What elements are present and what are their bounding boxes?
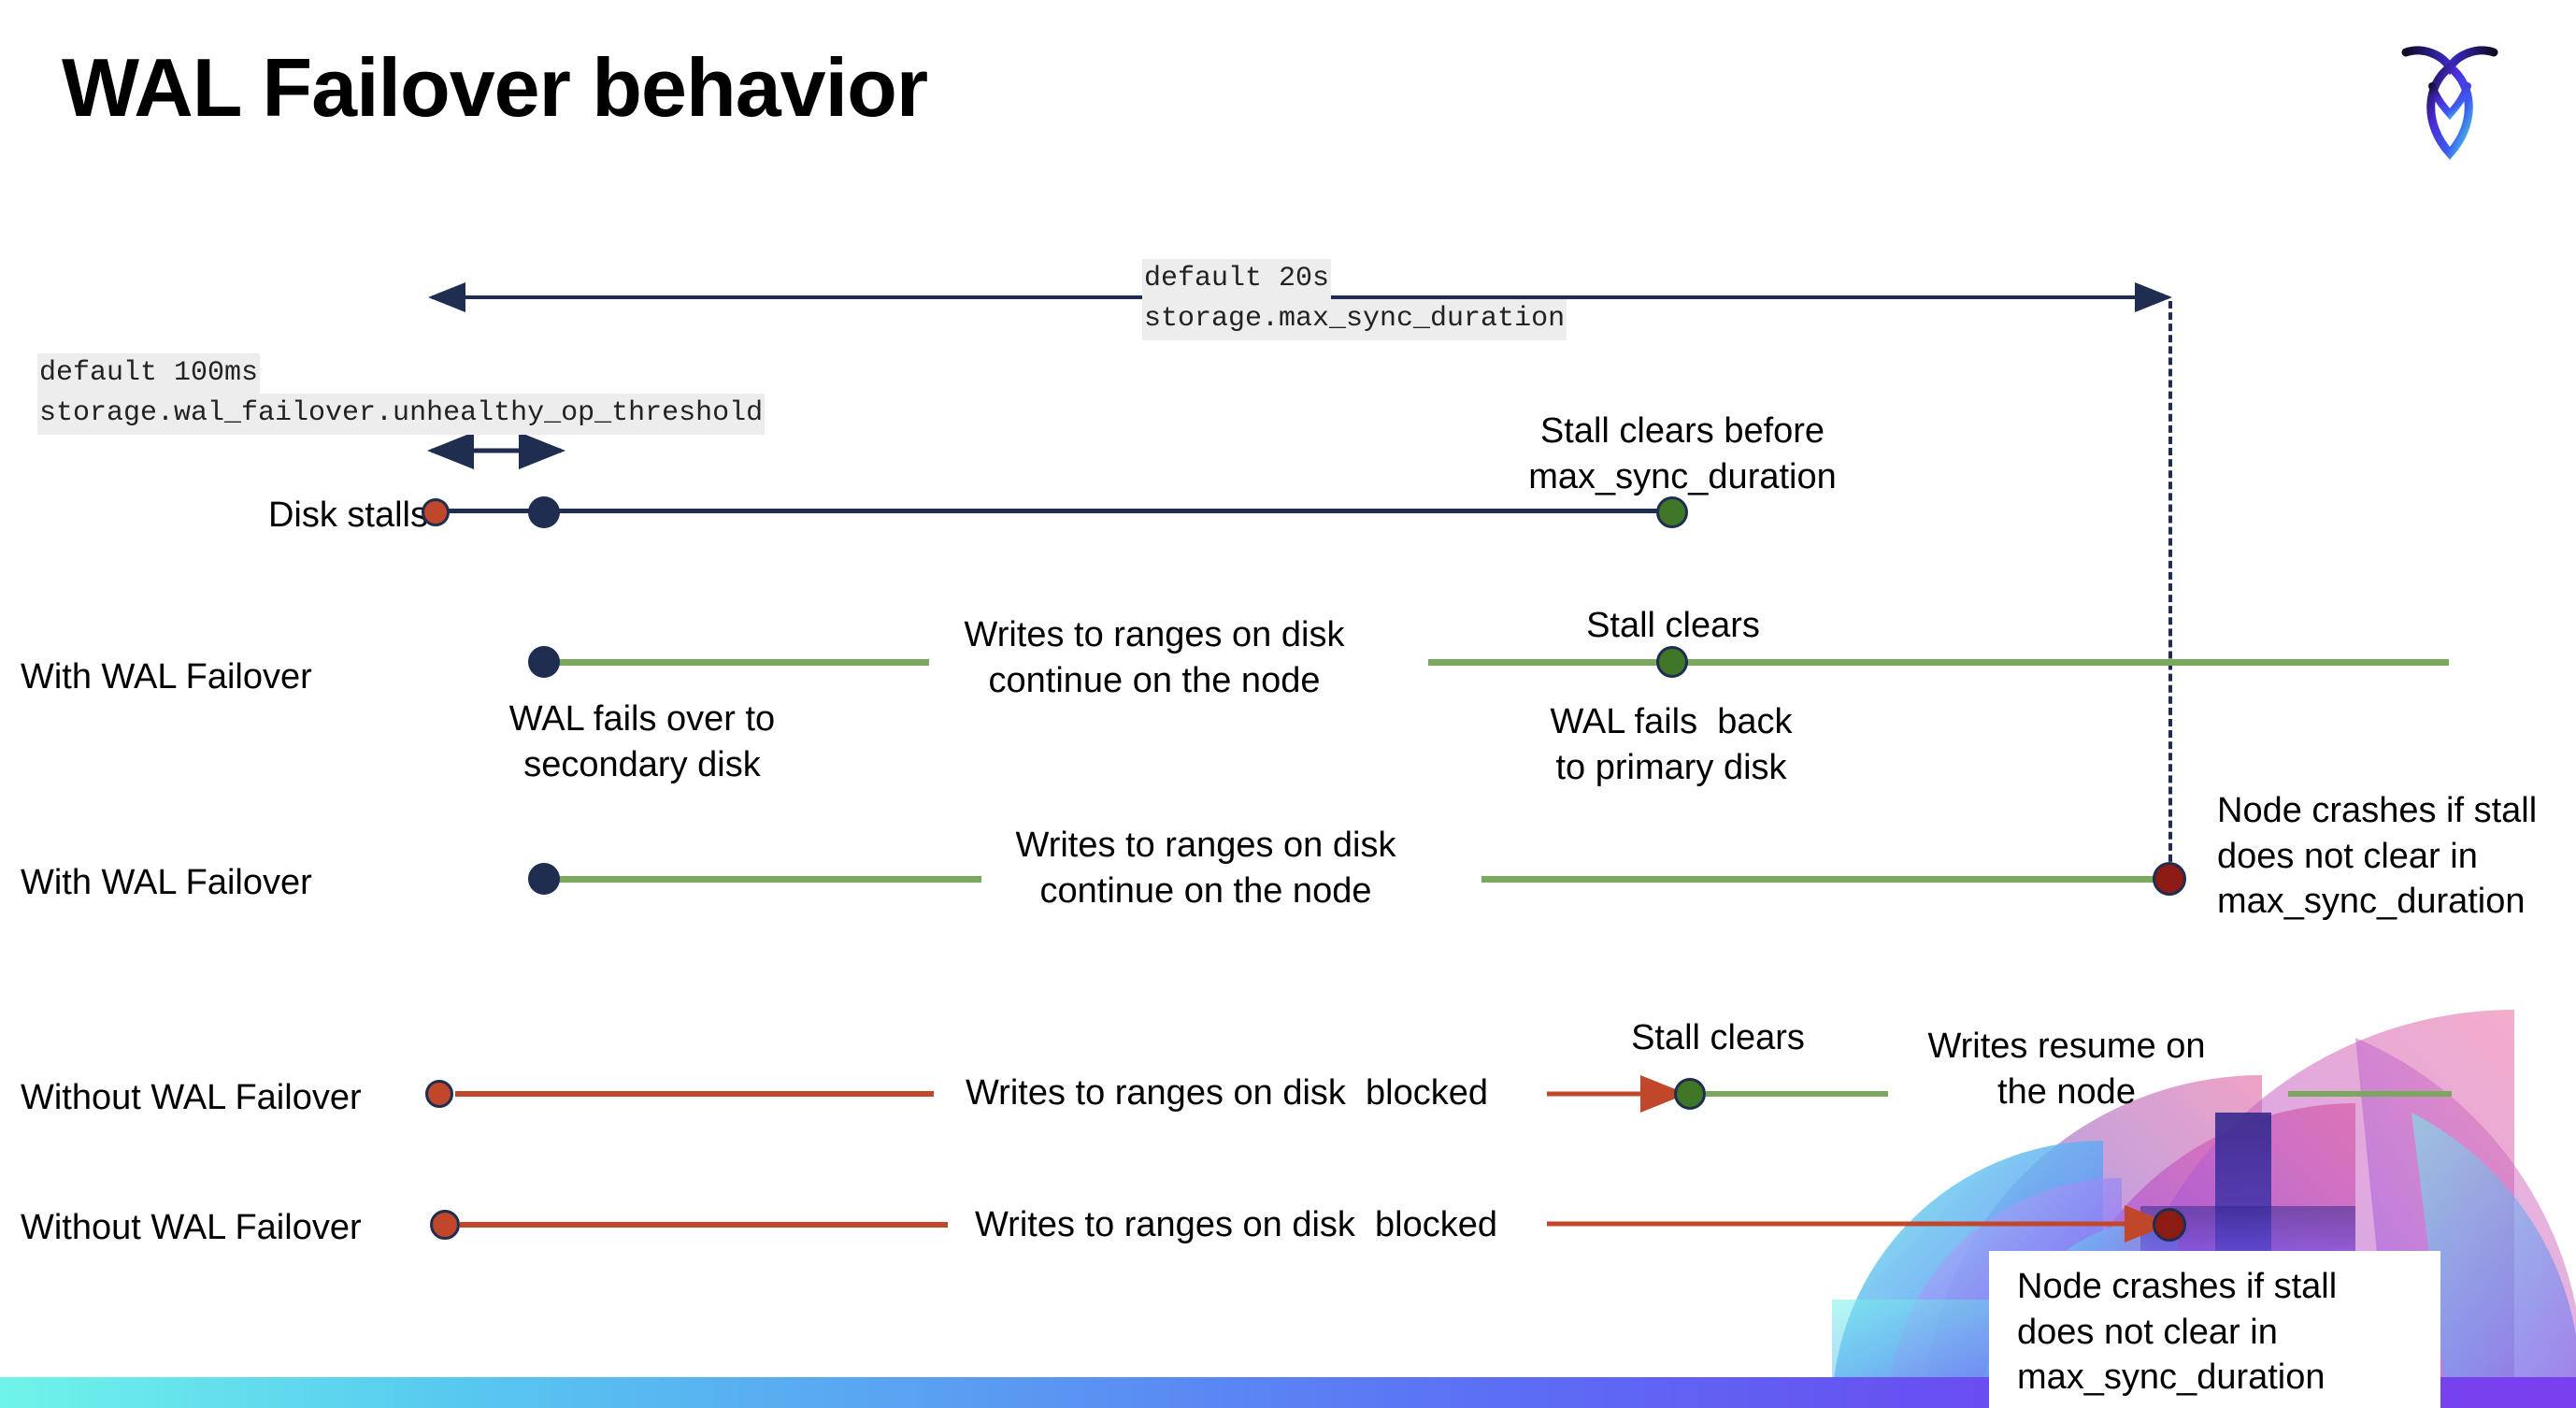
row-label-with-wal-failover-1: With WAL Failover	[21, 657, 312, 697]
with-wal-failover-2-line-right	[1481, 876, 2173, 883]
annotation-stall-clears-before: Stall clears before max_sync_duration	[1528, 411, 1837, 496]
annotation-writes-blocked-2: Writes to ranges on disk blocked	[974, 1205, 1497, 1244]
row-label-disk-stalls: Disk stalls	[267, 496, 428, 535]
page-title: WAL Failover behavior	[62, 41, 928, 134]
row-label-without-wal-failover-1: Without WAL Failover	[21, 1078, 362, 1117]
max-sync-duration-dropline	[2168, 301, 2172, 873]
chip-max-sync-setting: storage.max_sync_duration	[1142, 299, 1567, 340]
annotation-wal-fails-over: WAL fails over to secondary disk	[508, 699, 776, 784]
without-wal-failover-1-clear-dot	[1674, 1078, 1706, 1110]
with-wal-failover-2-start-dot	[528, 863, 560, 895]
annotation-node-crashes-right: Node crashes if stall does not clear in …	[2217, 791, 2538, 922]
crash-callout-panel	[1989, 1251, 2440, 1408]
with-wal-failover-1-start-dot	[528, 646, 560, 678]
with-wal-failover-2-line-left	[544, 876, 981, 883]
without-wal-failover-1-line-far-right	[2288, 1091, 2452, 1097]
with-wal-failover-1-clear-dot	[1656, 646, 1688, 678]
without-wal-failover-1-start-dot	[425, 1080, 453, 1108]
without-wal-failover-2-line-left	[460, 1222, 948, 1228]
annotation-writes-continue-1: Writes to ranges on disk continue on the…	[964, 615, 1345, 700]
annotation-writes-blocked-1: Writes to ranges on disk blocked	[965, 1073, 1488, 1113]
chip-unhealthy-default: default 100ms	[37, 353, 261, 395]
with-wal-failover-1-line-right	[1428, 659, 2449, 666]
chip-max-sync-default: default 20s	[1142, 259, 1332, 300]
row-label-without-wal-failover-2: Without WAL Failover	[21, 1208, 362, 1247]
disk-stalls-failover-dot	[528, 496, 560, 528]
annotation-wal-fails-back: WAL fails back to primary disk	[1550, 702, 1793, 787]
annotation-stall-clears-a: Stall clears	[1586, 606, 1760, 645]
cockroachdb-logo	[2389, 26, 2511, 166]
without-wal-failover-2-start-dot	[430, 1210, 460, 1240]
with-wal-failover-1-line-left	[544, 659, 929, 666]
without-wal-failover-1-line-left	[455, 1091, 934, 1097]
disk-stalls-start-dot	[422, 498, 450, 526]
annotation-node-crashes-callout: Node crashes if stall does not clear in …	[2017, 1267, 2338, 1398]
chip-unhealthy-setting: storage.wal_failover.unhealthy_op_thresh…	[37, 394, 766, 435]
without-wal-failover-2-crash-dot	[2153, 1208, 2186, 1242]
annotation-writes-resume: Writes resume on the node	[1927, 1027, 2206, 1112]
with-wal-failover-2-crash-dot	[2153, 862, 2186, 896]
row-label-with-wal-failover-2: With WAL Failover	[21, 863, 312, 902]
disk-stalls-timeline	[437, 509, 1681, 513]
without-wal-failover-1-line-right	[1706, 1091, 1888, 1097]
annotation-stall-clears-b: Stall clears	[1631, 1018, 1805, 1057]
disk-stalls-clear-dot	[1656, 496, 1688, 528]
annotation-writes-continue-2: Writes to ranges on disk continue on the…	[1015, 826, 1396, 911]
